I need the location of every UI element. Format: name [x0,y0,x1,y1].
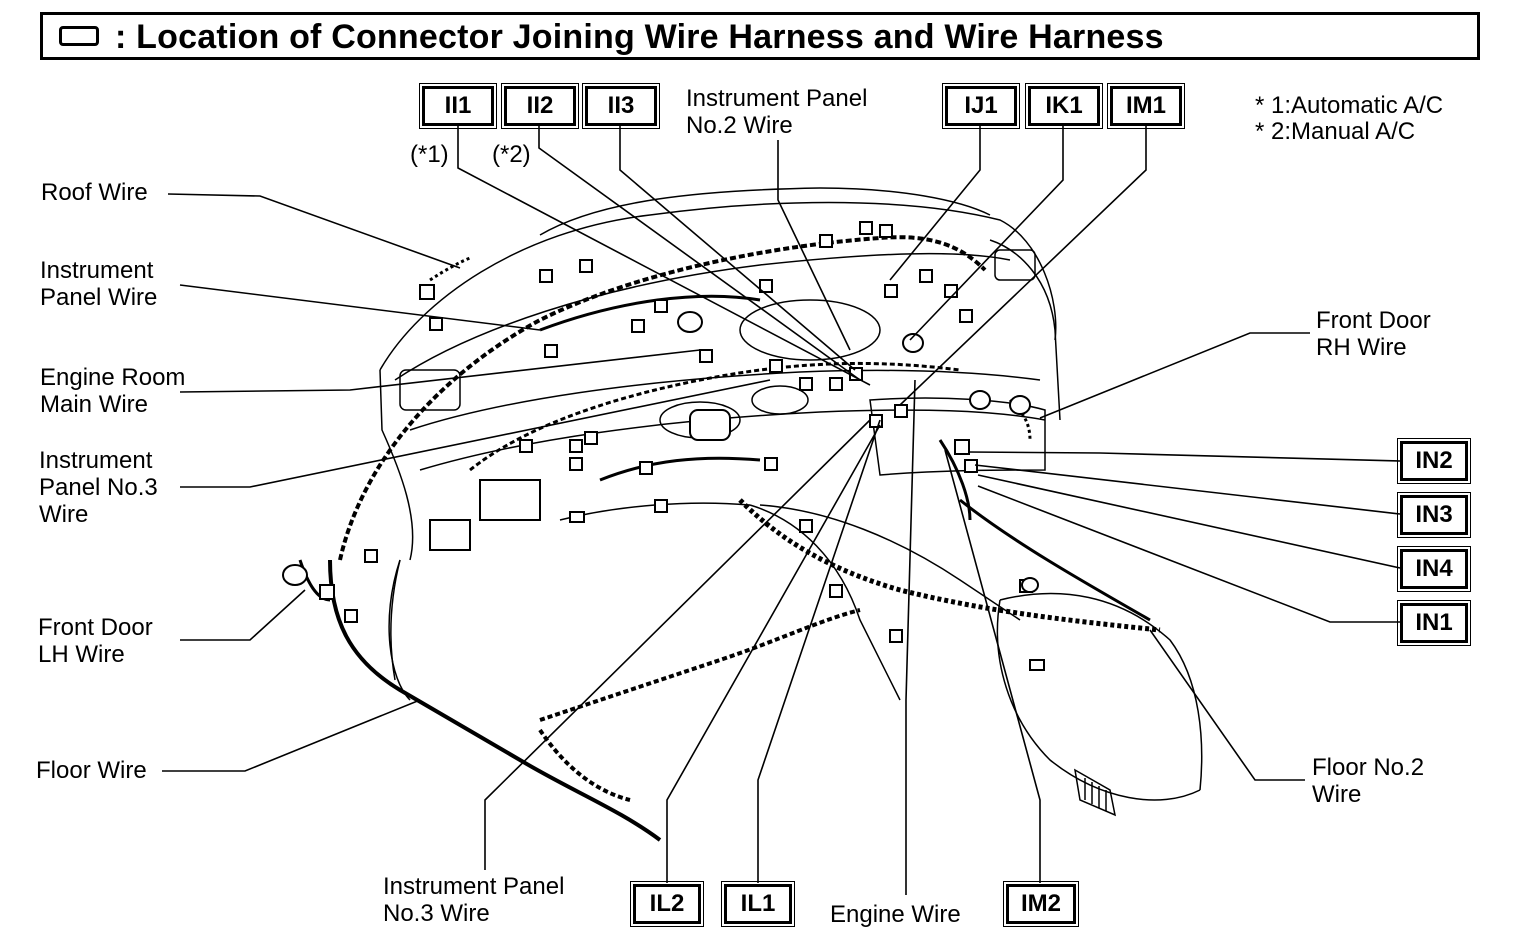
leader-engine-room-main-wire [179,349,701,393]
label-front-door-rh-wire: Front Door RH Wire [1316,307,1431,361]
connector-im2-label: IM2 [1003,881,1079,927]
leader-in3 [974,464,1401,515]
label-engine-wire: Engine Wire [830,901,961,928]
connector-im1-label: IM1 [1107,83,1185,129]
title-bar: : Location of Connector Joining Wire Har… [40,12,1480,60]
label-line: Front Door [1316,307,1431,334]
note-manual-ac: * 2:Manual A/C [1255,118,1416,145]
connector-ik1-label: IK1 [1025,83,1103,129]
label-line: Panel No.3 [39,474,158,501]
label-line: Panel Wire [40,284,158,311]
label-front-door-lh-wire: Front Door LH Wire [38,614,153,668]
label-line: Wire [1312,781,1362,808]
label-line: No.2 Wire [686,112,793,139]
leader-ii2 [538,125,861,381]
label-line: Instrument [39,447,153,474]
label-line: Instrument Panel [686,85,868,112]
connector-ij1-label: IJ1 [942,83,1020,129]
leader-instrument-panel-no3-bottom [484,419,871,870]
marker-star2: (*2) [492,141,531,168]
connector-ii1-label: II1 [419,83,497,129]
leader-front-door-lh [180,589,306,641]
wire-harness-routes [298,235,1161,842]
leader-im2 [944,449,1041,883]
connector-ii3-label: II3 [582,83,660,129]
label-instrument-panel-wire: Instrument Panel Wire [40,257,157,311]
label-line: Floor No.2 [1312,754,1425,781]
label-engine-room-main-wire: Engine Room Main Wire [40,364,185,418]
leader-in2 [967,451,1401,462]
label-floor-wire: Floor Wire [36,757,147,784]
leader-ii3 [619,125,856,371]
leader-instrument-panel-no3-left [180,379,771,488]
leader-il2 [666,424,881,883]
label-instrument-panel-no3-left: Instrument Panel No.3 Wire [39,447,158,528]
connector-box-icon [59,26,99,46]
leader-in1 [977,485,1400,623]
note-automatic-ac: * 1:Automatic A/C [1255,92,1444,119]
label-line: Front Door [38,614,153,641]
label-line: RH Wire [1316,334,1407,361]
label-line: LH Wire [38,641,125,668]
label-line: No.3 Wire [383,900,490,927]
leader-floor-wire [162,699,421,772]
leader-engine-wire [905,379,916,895]
label-line: Wire [39,501,89,528]
connector-in4-label: IN4 [1397,546,1471,592]
harness-grommets [282,311,1039,593]
leader-im1 [899,125,1147,406]
harness-connectors [319,221,1045,671]
leader-ik1 [909,125,1064,341]
connector-in2-label: IN2 [1397,438,1471,484]
connector-in1-label: IN1 [1397,600,1471,646]
page-title: : Location of Connector Joining Wire Har… [115,18,1164,56]
connector-in3-label: IN3 [1397,492,1471,538]
leader-floor-no2 [1149,629,1305,781]
label-floor-no2-wire: Floor No.2 Wire [1312,754,1424,808]
leader-instrument-panel-wire [179,284,541,331]
connector-il1-label: IL1 [721,881,795,927]
connector-ii2-label: II2 [501,83,579,129]
leader-front-door-rh [1039,332,1310,419]
label-instrument-panel-no2-wire: Instrument Panel No.2 Wire [686,85,867,139]
label-line: Main Wire [40,391,149,418]
label-line: Engine Room [40,364,186,391]
leader-lines [162,125,1401,895]
connector-il2-label: IL2 [630,881,704,927]
marker-star1: (*1) [410,141,449,168]
leader-il1 [757,419,881,883]
leader-roof-wire [167,193,461,269]
label-line: Instrument Panel [383,873,565,900]
leader-ij1 [889,125,981,281]
leader-ii1 [457,125,871,386]
label-line: Instrument [40,257,154,284]
label-roof-wire: Roof Wire [41,179,148,206]
label-instrument-panel-no3-bottom: Instrument Panel No.3 Wire [383,873,564,927]
leader-instrument-panel-no2 [777,140,851,351]
leader-in4 [977,474,1401,569]
